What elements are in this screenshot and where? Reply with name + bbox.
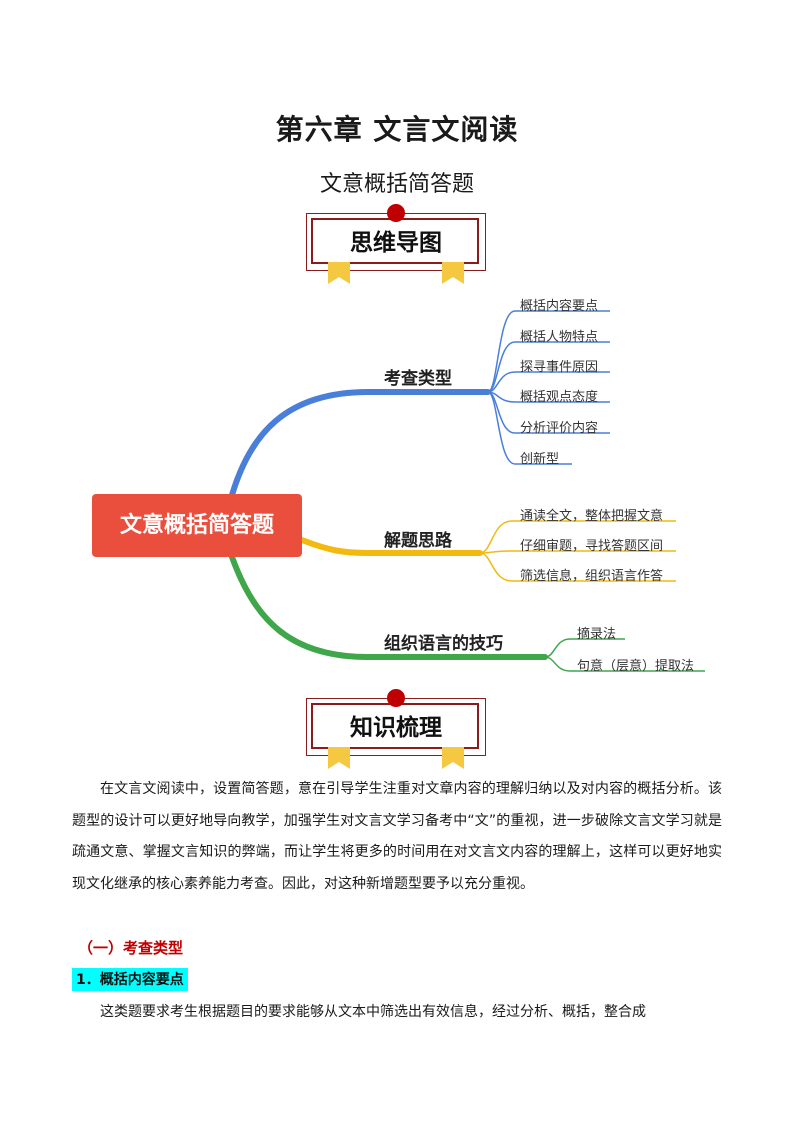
knowledge-banner-label: 知识梳理	[350, 715, 442, 741]
ribbon-icon	[442, 262, 464, 284]
mindmap-connectors	[229, 310, 705, 672]
knowledge-banner: 知识梳理	[306, 689, 486, 769]
mindmap-root-node: 文意概括简答题	[92, 494, 302, 557]
branch-language-skills: 组织语言的技巧	[384, 634, 503, 654]
leaf-viewpoints: 概括观点态度	[520, 390, 599, 405]
point-paragraph: 这类题要求考生根据题目的要求能够从文本中筛选出有效信息，经过分析、概括，整合成	[100, 1004, 646, 1020]
intro-paragraph: 在文言文阅读中，设置简答题，意在引导学生注重对文章内容的理解归纳以及对内容的概括…	[72, 781, 722, 892]
point-heading: 1．概括内容要点	[72, 968, 188, 991]
leaf-examine-question: 仔细审题，寻找答题区间	[520, 539, 664, 554]
leaf-excerpt-method: 摘录法	[577, 627, 617, 642]
ribbon-icon	[442, 747, 464, 769]
leaf-summarize-content: 概括内容要点	[520, 299, 599, 314]
leaf-filter-info: 筛选信息，组织语言作答	[520, 569, 664, 584]
red-dot-icon	[387, 204, 405, 222]
section-heading: （一）考查类型	[78, 939, 184, 957]
ribbon-icon	[328, 262, 350, 284]
mindmap: 文意概括简答题 考查类型 概括内容要点 概括人物特点 探寻事件原因 概括观点态度…	[0, 285, 794, 680]
leaf-character-traits: 概括人物特点	[520, 330, 599, 345]
chapter-title: 第六章 文言文阅读	[275, 113, 519, 146]
mindmap-banner: 思维导图	[306, 204, 486, 284]
sub-title: 文意概括简答题	[319, 172, 474, 197]
leaf-read-full-text: 通读全文，整体把握文意	[520, 509, 664, 524]
leaf-evaluate-content: 分析评价内容	[520, 421, 599, 436]
branch-solving-approach: 解题思路	[384, 531, 452, 551]
leaf-innovative: 创新型	[520, 452, 560, 467]
branch-exam-types: 考查类型	[384, 369, 452, 389]
leaf-event-causes: 探寻事件原因	[520, 360, 599, 375]
mindmap-banner-label: 思维导图	[350, 230, 442, 256]
ribbon-icon	[328, 747, 350, 769]
leaf-extract-meaning: 句意（层意）提取法	[577, 659, 695, 674]
red-dot-icon	[387, 689, 405, 707]
